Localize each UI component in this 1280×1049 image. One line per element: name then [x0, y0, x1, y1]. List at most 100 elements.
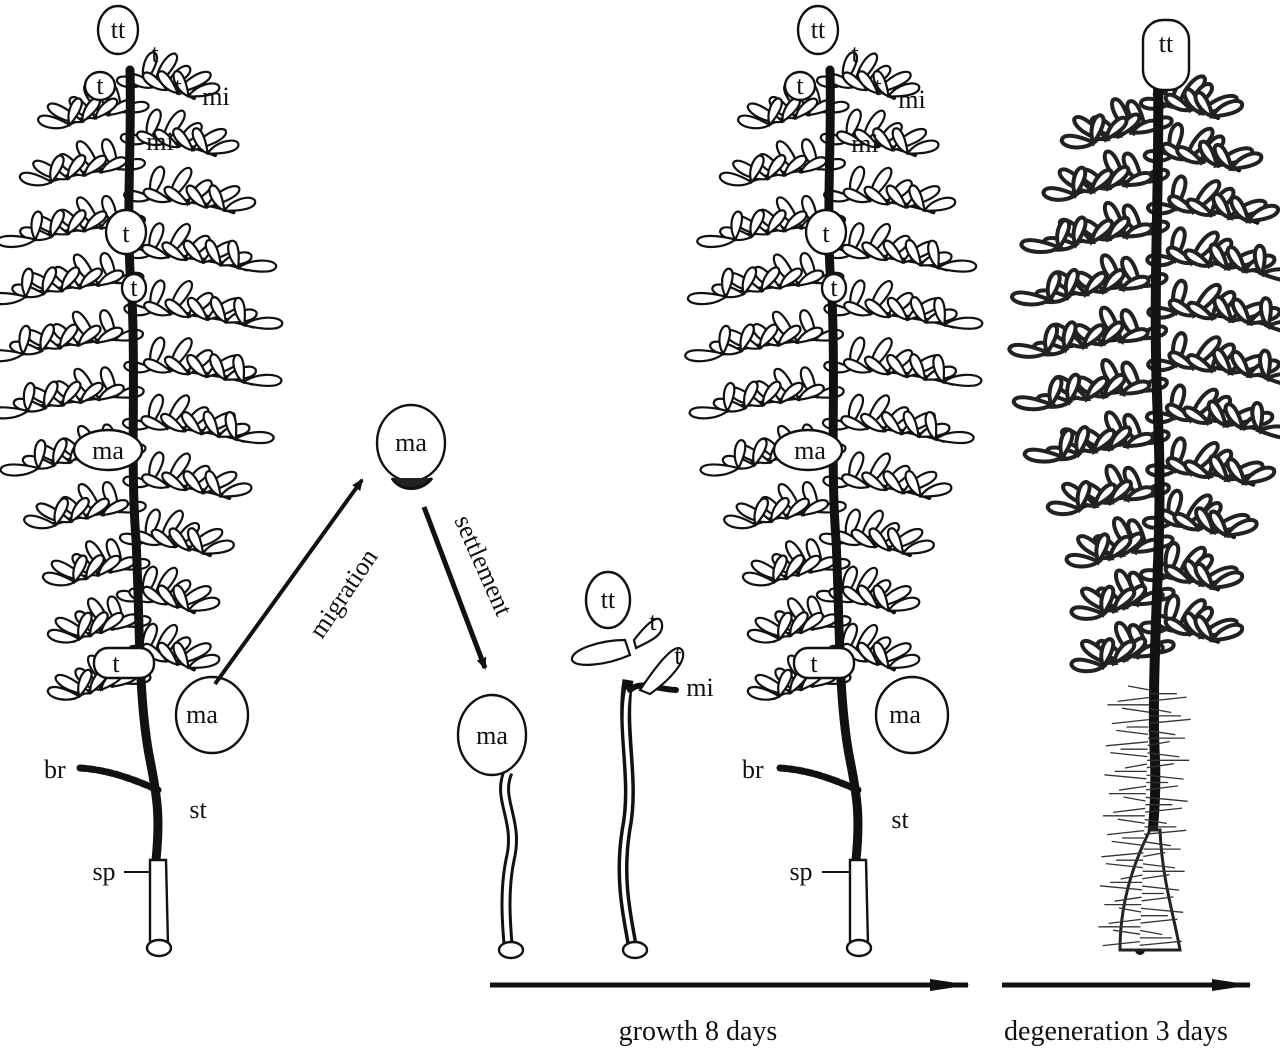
pinnule-leaf — [767, 209, 787, 236]
pinnule-leaf — [909, 296, 928, 325]
pinnule-leaf — [1172, 511, 1204, 532]
label-mi: mi — [898, 85, 925, 114]
hair-strand — [1118, 907, 1142, 913]
pinnule-leaf — [796, 554, 822, 578]
colony-1-holdfast — [145, 938, 173, 958]
pinnule-leaf — [785, 497, 810, 521]
pinnule-leaf — [185, 184, 209, 209]
pinnule-leaf — [886, 596, 921, 612]
pinnule-leaf — [191, 127, 210, 156]
hair-strand — [1144, 807, 1183, 813]
pinnule-leaf — [1122, 431, 1155, 449]
pinnule-leaf — [22, 381, 36, 414]
pinnule-leaf — [1108, 534, 1133, 562]
hair-strand — [1149, 707, 1172, 714]
pinnule-leaf — [135, 130, 166, 146]
pinnule-leaf — [749, 154, 765, 185]
hair-strand — [1143, 841, 1171, 847]
pinnule-leaf — [746, 685, 782, 701]
pinnule-leaf — [891, 127, 910, 156]
pinnule-leaf — [933, 296, 946, 328]
colony-1-tentacle-organ — [83, 70, 117, 102]
hair-strand — [1141, 907, 1184, 913]
pinnule-leaf — [172, 70, 190, 99]
pinnule-leaf — [41, 266, 58, 297]
hair-strand — [1149, 696, 1187, 702]
pinnule-leaf — [688, 406, 731, 420]
hair-strand — [1148, 718, 1191, 724]
hair-strand — [1120, 874, 1143, 880]
pinnule-leaf — [1101, 268, 1126, 296]
pinnule-leaf — [767, 97, 783, 128]
pinnule-leaf — [1209, 570, 1245, 591]
pinnule-leaf — [18, 171, 54, 187]
pinnule-leaf — [1212, 294, 1235, 324]
pinnule-leaf — [1112, 639, 1137, 667]
pinnule-leaf — [722, 381, 736, 414]
colony-1-tentacle-organ — [92, 646, 156, 680]
hair-strand — [1140, 929, 1163, 936]
pinnule-leaf — [794, 97, 819, 121]
colony-2-macro-organ — [772, 428, 844, 472]
hair-strand — [1104, 774, 1147, 780]
pinnule-leaf — [46, 685, 82, 701]
hair-strand — [1105, 862, 1143, 869]
pinnule-leaf — [863, 185, 891, 206]
pinnule-leaf — [1061, 320, 1078, 354]
pinnule-leaf — [161, 471, 188, 491]
pinnule-leaf — [72, 554, 88, 585]
pinnule-leaf — [840, 415, 871, 431]
pinnule-leaf — [1206, 399, 1229, 429]
pinnule-leaf — [1223, 518, 1259, 538]
pinnule-leaf — [41, 571, 77, 587]
pinnule-leaf — [143, 300, 173, 317]
hair-strand — [1117, 818, 1145, 824]
pinnule-leaf — [1241, 465, 1277, 486]
pinnule-leaf — [1182, 459, 1214, 479]
pinnule-leaf — [1058, 427, 1075, 462]
pinnule-leaf — [172, 127, 195, 152]
pinnule-leaf — [164, 298, 192, 318]
pinnule-leaf — [60, 266, 81, 294]
pinnule-leaf — [860, 412, 887, 433]
pinnule-leaf — [1225, 457, 1248, 486]
pinnule-leaf — [1089, 168, 1114, 196]
label-ma: ma — [395, 428, 427, 457]
pinnule-leaf — [1123, 485, 1156, 502]
pinnule-leaf — [96, 269, 125, 287]
settlement-arrow — [421, 506, 488, 670]
pinnule-leaf — [940, 373, 983, 388]
pinnule-leaf — [1059, 133, 1098, 150]
hair-strand — [1107, 829, 1145, 836]
pinnule-leaf — [1045, 270, 1062, 304]
pinnule-leaf — [142, 187, 173, 204]
pinnule-leaf — [1193, 90, 1216, 120]
migration-arrow — [213, 478, 364, 686]
hair-strand — [1124, 763, 1148, 769]
pinnule-leaf — [861, 241, 889, 261]
pinnule-leaf — [927, 239, 940, 271]
pinnule-leaf — [880, 411, 904, 436]
pinnule-leaf — [205, 139, 240, 155]
young-colony: tt t t mi — [570, 570, 714, 960]
pinnule-leaf — [777, 324, 802, 348]
pinnule-leaf — [760, 266, 781, 294]
pinnule-leaf — [67, 209, 87, 236]
label-t: t — [851, 39, 859, 68]
pinnule-leaf — [142, 585, 169, 606]
hair-strand — [1142, 863, 1176, 869]
pinnule-leaf — [1089, 113, 1106, 147]
pinnule-leaf — [218, 482, 253, 498]
pinnule-leaf — [1092, 428, 1117, 455]
pinnule-leaf — [1100, 320, 1125, 348]
hair-strand — [1119, 785, 1147, 791]
pinnule-leaf — [777, 611, 793, 642]
pinnule-leaf — [736, 114, 772, 130]
settled-stalk-inner — [502, 771, 515, 945]
hair-strand — [1099, 885, 1142, 891]
pinnule-leaf — [0, 291, 29, 306]
hair-strand — [1140, 918, 1178, 924]
pinnule-leaf — [1209, 622, 1245, 643]
pinnule-leaf — [235, 259, 278, 273]
